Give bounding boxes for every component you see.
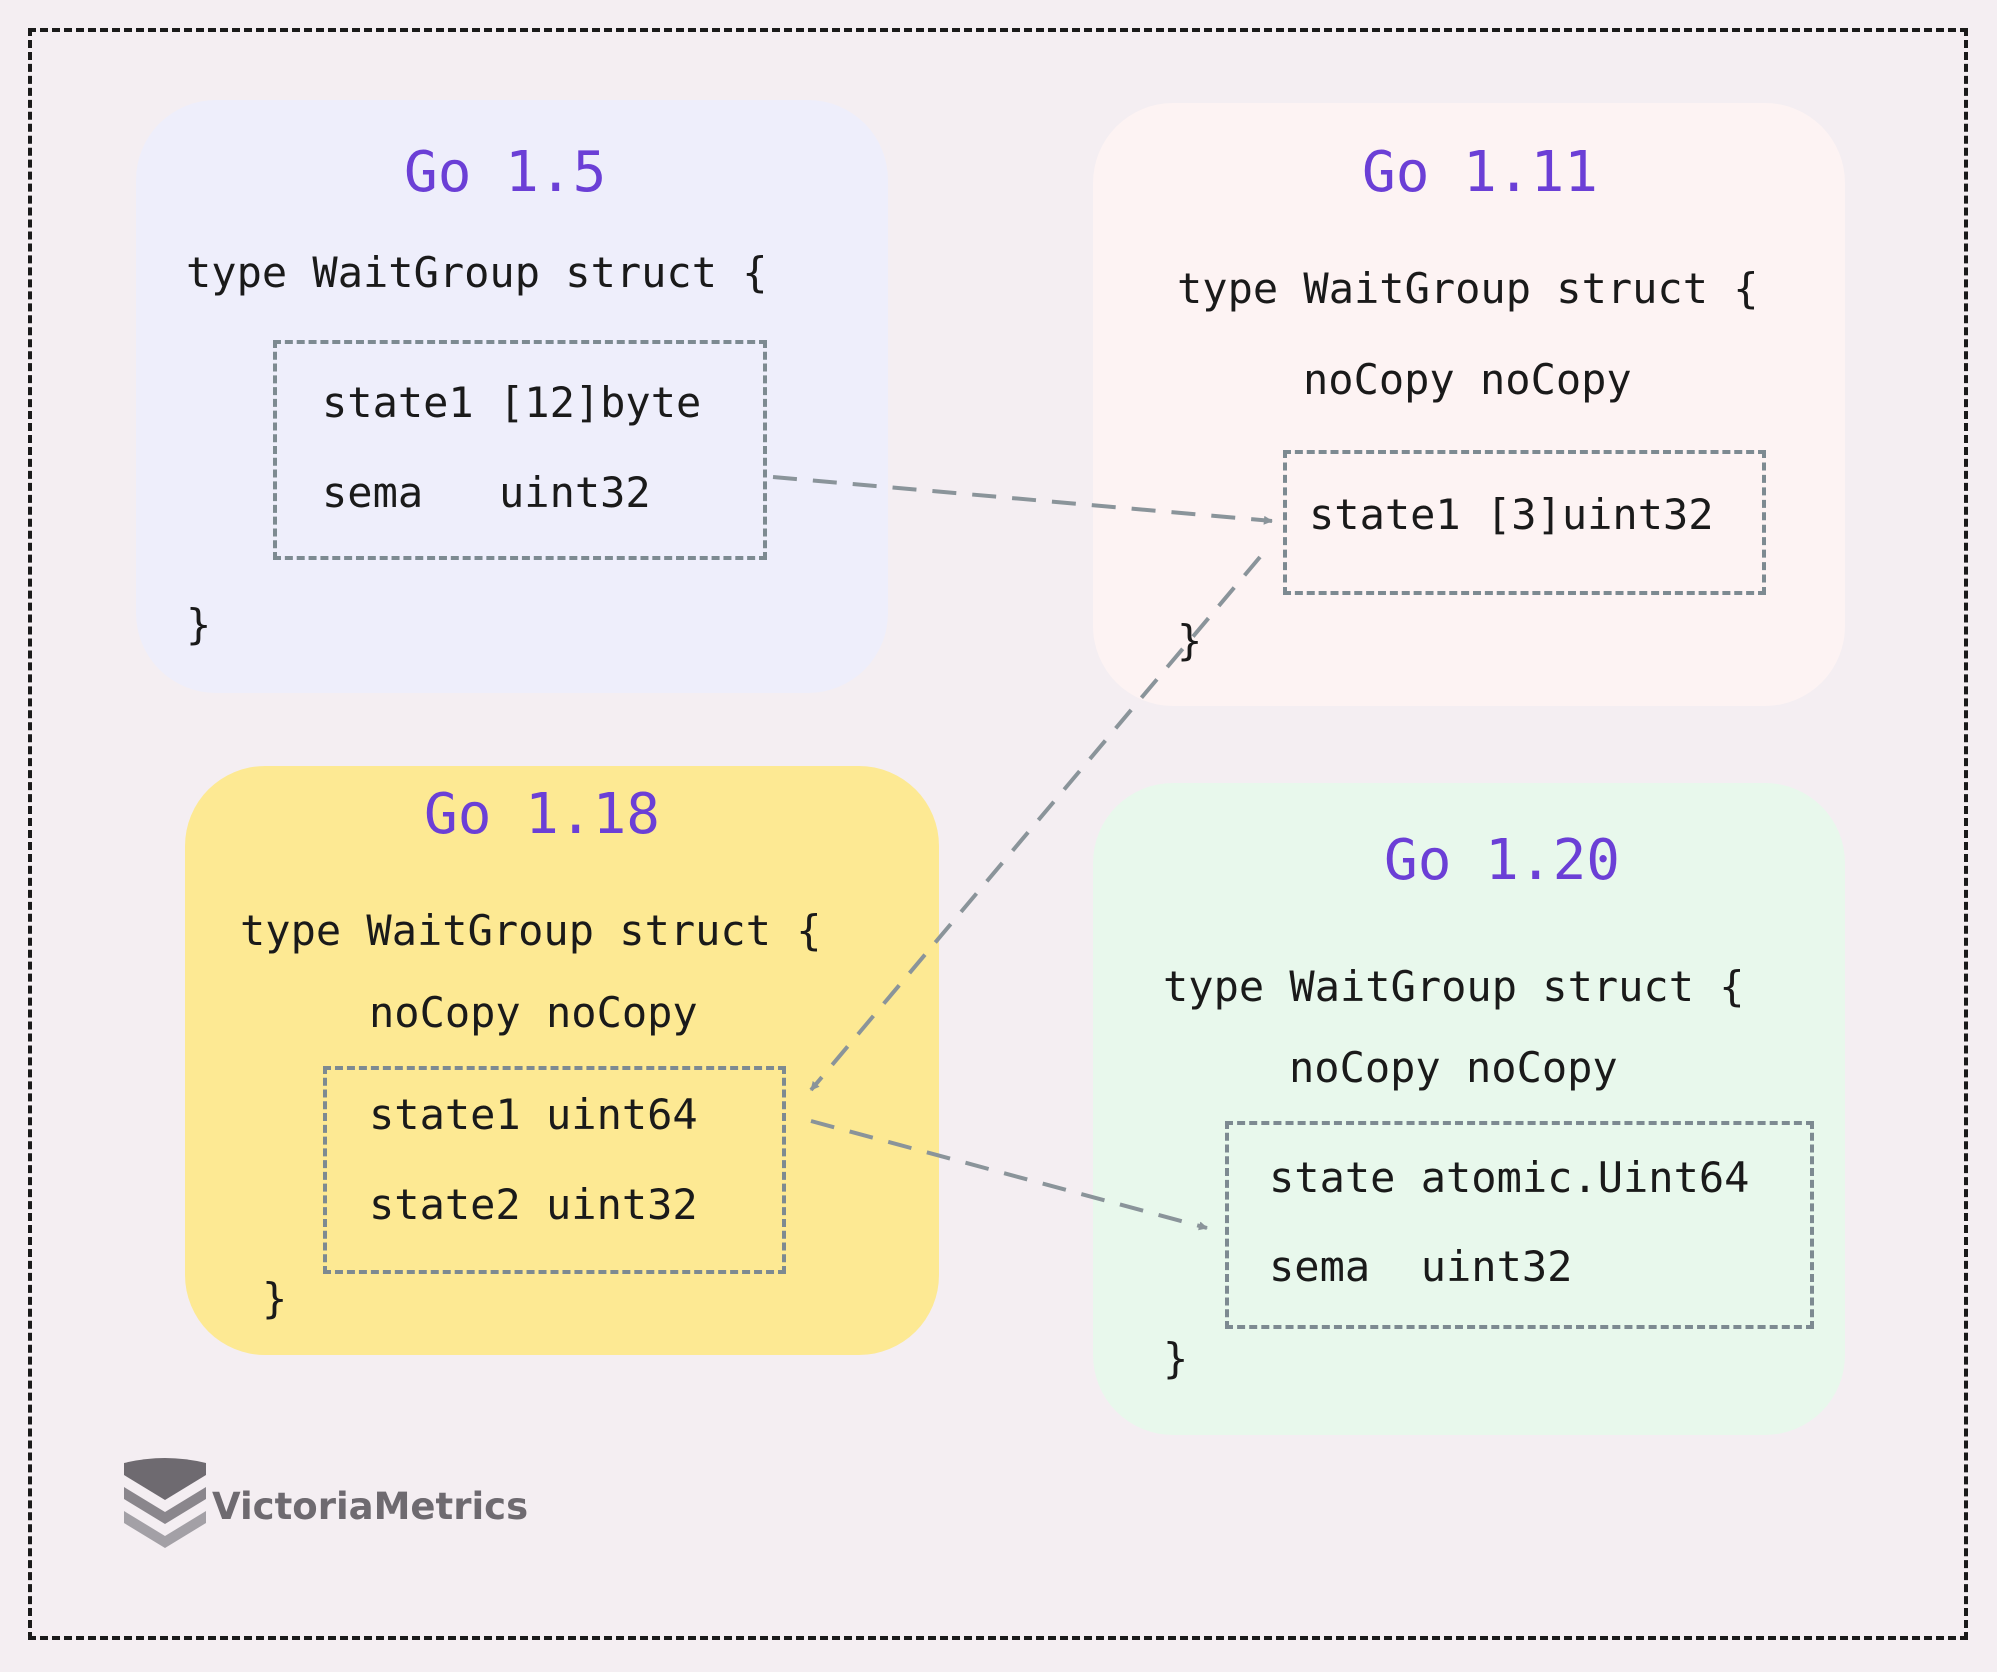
panel-title-go-1-18: Go 1.18 [424, 782, 661, 847]
diagram-frame [28, 28, 1968, 1640]
struct-close-go-1-18: } [262, 1274, 288, 1323]
panel-go-1-5 [136, 100, 888, 693]
state-fields-box-go-1-18 [323, 1066, 786, 1274]
struct-close-go-1-5: } [186, 600, 212, 649]
struct-declaration-go-1-5: type WaitGroup struct { [186, 248, 768, 297]
struct-declaration-go-1-18: type WaitGroup struct { [240, 906, 822, 955]
field-state1-go-1-18: state1 uint64 [369, 1090, 698, 1139]
field-state1-go-1-5: state1 [12]byte [322, 378, 702, 427]
state-fields-box-go-1-5 [273, 340, 767, 560]
field-sema-go-1-20: sema uint32 [1269, 1242, 1573, 1291]
nocopy-field-go-1-20: noCopy noCopy [1289, 1043, 1618, 1092]
field-sema-go-1-5: sema uint32 [322, 468, 651, 517]
state-fields-box-go-1-20 [1225, 1121, 1814, 1329]
nocopy-field-go-1-18: noCopy noCopy [369, 988, 698, 1037]
struct-declaration-go-1-20: type WaitGroup struct { [1163, 962, 1745, 1011]
field-state-go-1-20: state atomic.Uint64 [1269, 1153, 1750, 1202]
struct-close-go-1-11: } [1177, 616, 1203, 665]
panel-title-go-1-11: Go 1.11 [1362, 140, 1599, 205]
nocopy-field-go-1-11: noCopy noCopy [1303, 355, 1632, 404]
panel-title-go-1-5: Go 1.5 [404, 140, 607, 205]
panel-title-go-1-20: Go 1.20 [1384, 828, 1621, 893]
victoriametrics-logo-text: VictoriaMetrics [212, 1485, 529, 1528]
state-fields-box-go-1-11 [1283, 450, 1766, 595]
field-state1-go-1-11: state1 [3]uint32 [1309, 490, 1714, 539]
field-state2-go-1-18: state2 uint32 [369, 1180, 698, 1229]
victoriametrics-logo-icon [124, 1458, 206, 1548]
struct-declaration-go-1-11: type WaitGroup struct { [1177, 264, 1759, 313]
struct-close-go-1-20: } [1163, 1334, 1189, 1383]
